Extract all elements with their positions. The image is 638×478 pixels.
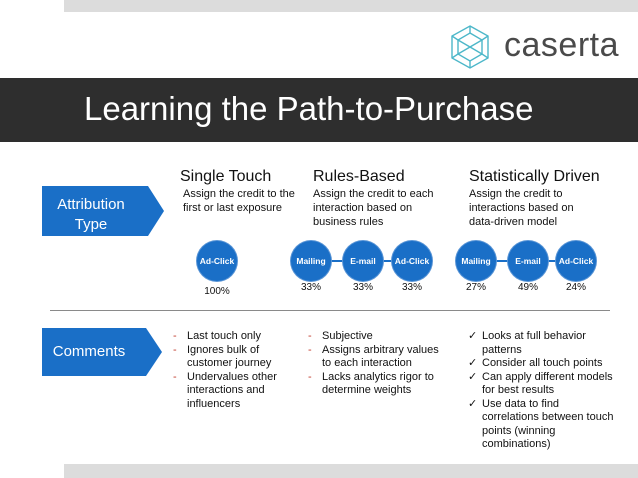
list-item-continuation: for best results [468, 384, 628, 398]
check-icon: ✓ [468, 330, 478, 342]
description-line: data-driven model [469, 216, 558, 228]
comment-text: determine weights [322, 384, 412, 396]
comment-text: Undervalues other [187, 370, 277, 383]
list-item: -Subjective [308, 330, 458, 344]
dash-bullet: - [308, 370, 312, 383]
comments-label: Comments [52, 343, 126, 360]
description-line: Assign the credit to the [183, 188, 295, 200]
column-heading-single-touch: Single Touch [180, 168, 272, 185]
list-item: -Last touch only [173, 330, 303, 344]
list-item: -Lacks analytics rigor to [308, 371, 458, 385]
connector-line [493, 260, 509, 262]
comment-text: Consider all touch points [482, 357, 603, 369]
list-item-continuation: correlations between touch [468, 411, 628, 425]
description-statistically-driven: Assign the credit to interactions based … [469, 187, 574, 229]
dash-bullet: - [173, 370, 177, 383]
node-mailing: Mailing [291, 241, 331, 281]
list-item-continuation: patterns [468, 344, 628, 358]
list-item-continuation: determine weights [308, 384, 458, 398]
comments-arrow [42, 328, 162, 376]
attribution-type-line1: Attribution [57, 196, 125, 213]
node-email: E-mail [343, 241, 383, 281]
list-item: ✓ Consider all touch points [468, 357, 628, 371]
list-item-continuation: points (winning [468, 425, 628, 439]
section-divider [50, 310, 610, 311]
dash-bullet: - [173, 343, 177, 356]
comment-text: to each interaction [322, 357, 412, 369]
check-icon: ✓ [468, 357, 478, 369]
column-heading-rules-based: Rules-Based [313, 168, 405, 185]
comment-text: for best results [482, 384, 555, 396]
description-rules-based: Assign the credit to each interaction ba… [313, 187, 433, 229]
title-banner: Learning the Path-to-Purchase [0, 78, 638, 142]
comment-text: correlations between touch [482, 411, 614, 423]
list-item-continuation: to each interaction [308, 357, 458, 371]
column-heading-statistically-driven: Statistically Driven [469, 168, 600, 185]
list-item-continuation: customer journey [173, 357, 303, 371]
list-item: -Ignores bulk of [173, 344, 303, 358]
percent-email: 49% [517, 282, 538, 293]
description-line: Assign the credit to [469, 188, 563, 200]
description-line: interaction based on [313, 202, 413, 214]
top-decor-bar [64, 0, 638, 12]
attribution-type-arrow [42, 186, 164, 236]
percent-mailing: 27% [465, 282, 486, 293]
description-line: business rules [313, 216, 384, 228]
list-item: ✓ Use data to find [468, 398, 628, 412]
comment-text: points (winning [482, 424, 556, 437]
description-line: interactions based on [469, 202, 574, 214]
list-item: -Undervalues other [173, 371, 303, 385]
dash-bullet: - [173, 330, 177, 342]
comment-text: interactions and [187, 384, 265, 396]
list-item-continuation: influencers [173, 398, 303, 412]
page-title: Learning the Path-to-Purchase [84, 90, 534, 127]
comment-text: Subjective [322, 330, 373, 342]
dash-bullet: - [308, 330, 312, 342]
description-single-touch: Assign the credit to the first or last e… [183, 187, 295, 215]
bottom-decor-bar [64, 464, 638, 478]
list-item-continuation: combinations) [468, 438, 628, 452]
comment-text: Can apply different models [482, 370, 613, 383]
caserta-logo: caserta [446, 22, 619, 72]
node-ad-click: Ad-Click [197, 241, 237, 281]
percent-email: 33% [352, 282, 373, 293]
node-ad-click: Ad-Click [556, 241, 596, 281]
list-item: ✓ Can apply different models [468, 371, 628, 385]
connector-line [328, 260, 344, 262]
comment-text: Last touch only [187, 330, 261, 342]
description-line: Assign the credit to each [313, 188, 434, 200]
percent-mailing: 33% [300, 282, 321, 293]
comment-text: combinations) [482, 438, 551, 450]
comment-text: patterns [482, 343, 522, 356]
percent-ad-click: 33% [401, 282, 422, 293]
comments-rules-based: -Subjective -Assigns arbitrary values to… [308, 330, 458, 398]
comment-text: customer journey [187, 357, 272, 369]
list-item: -Assigns arbitrary values [308, 344, 458, 358]
list-item-continuation: interactions and [173, 384, 303, 398]
connector-line [545, 260, 561, 262]
dash-bullet: - [308, 343, 312, 356]
attribution-type-label: Attribution Type [42, 195, 140, 235]
node-email: E-mail [508, 241, 548, 281]
comments-statistically-driven: ✓ Looks at full behavior patterns ✓ Consid… [468, 330, 628, 452]
check-icon: ✓ [468, 370, 478, 383]
comment-text: Use data to find [482, 397, 560, 410]
logo-text: caserta [504, 26, 619, 64]
percent-single-touch: 100% [204, 286, 230, 297]
check-icon: ✓ [468, 397, 478, 410]
caserta-logo-icon [451, 25, 489, 69]
comments-single-touch: -Last touch only -Ignores bulk of custom… [173, 330, 303, 411]
comment-text: Ignores bulk of [187, 343, 260, 356]
percent-ad-click: 24% [565, 282, 586, 293]
node-ad-click: Ad-Click [392, 241, 432, 281]
attribution-type-line2: Type [74, 216, 108, 233]
comment-text: Looks at full behavior [482, 330, 586, 342]
comment-text: Lacks analytics rigor to [322, 370, 434, 383]
comment-text: Assigns arbitrary values [322, 343, 439, 356]
description-line: first or last exposure [183, 202, 283, 214]
node-mailing: Mailing [456, 241, 496, 281]
list-item: ✓ Looks at full behavior [468, 330, 628, 344]
comment-text: influencers [187, 397, 241, 410]
connector-line [382, 260, 398, 262]
